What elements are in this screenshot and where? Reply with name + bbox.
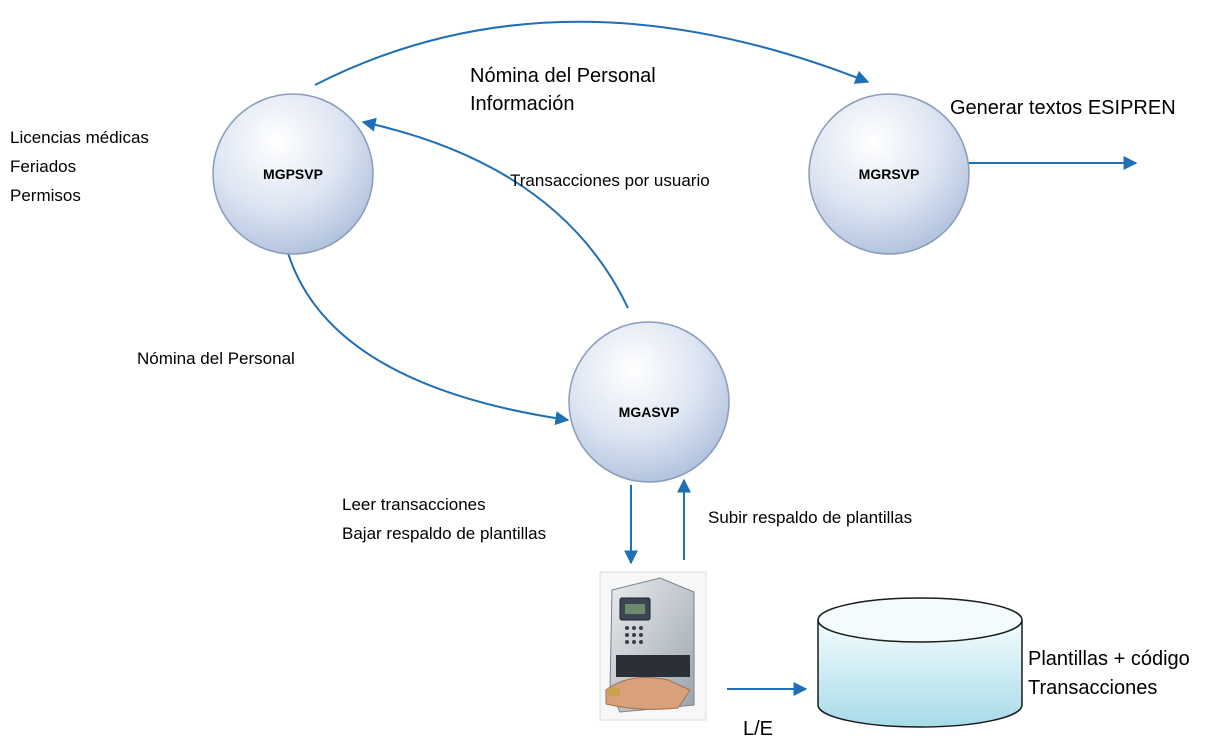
label-bajar-respaldo: Bajar respaldo de plantillas — [342, 524, 546, 543]
node-mgrsvp-label: MGRSVP — [859, 166, 920, 182]
label-le: L/E — [743, 718, 773, 740]
node-mgasvp: MGASVP — [568, 321, 730, 483]
label-nomina-info-1: Nómina del Personal — [470, 65, 656, 87]
arrow-mgpsvp-to-mgrsvp — [314, 20, 870, 86]
database-cylinder — [817, 597, 1023, 728]
label-transacciones-store: Transacciones — [1028, 677, 1157, 699]
label-generar-textos: Generar textos ESIPREN — [950, 97, 1176, 119]
label-licencias: Licencias médicas — [10, 128, 149, 147]
arrow-mgpsvp-to-mgasvp — [287, 252, 570, 426]
hand-scanner-icon — [599, 571, 707, 721]
arrow-mgasvp-to-mgpsvp — [361, 117, 629, 309]
node-mgasvp-label: MGASVP — [619, 404, 680, 420]
node-mgrsvp: MGRSVP — [808, 93, 970, 255]
label-plantillas-codigo: Plantillas + código — [1028, 648, 1190, 670]
node-mgpsvp-label: MGPSVP — [263, 166, 323, 182]
label-subir-respaldo: Subir respaldo de plantillas — [708, 508, 912, 527]
label-nomina-personal: Nómina del Personal — [137, 349, 295, 368]
label-permisos: Permisos — [10, 186, 81, 205]
label-feriados: Feriados — [10, 157, 76, 176]
label-transacciones-usuario: Transacciones por usuario — [510, 171, 710, 190]
label-leer-transacciones: Leer transacciones — [342, 495, 486, 514]
label-nomina-info-2: Información — [470, 93, 575, 115]
node-mgpsvp: MGPSVP — [212, 93, 374, 255]
